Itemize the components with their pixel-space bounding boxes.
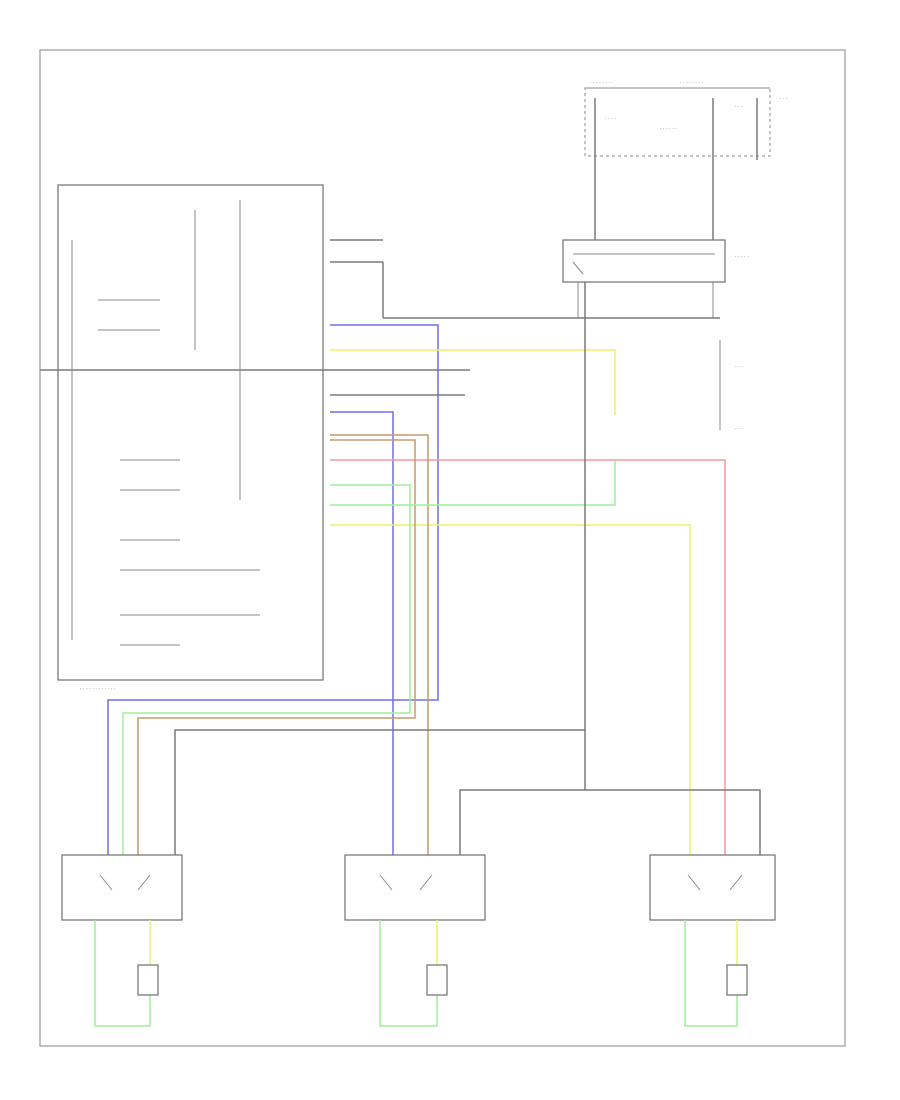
svg-text:· · · · · · · ·: · · · · · · · · xyxy=(680,80,703,86)
motor-rear-right xyxy=(94,920,159,1027)
wire-brown-2 xyxy=(137,439,416,855)
fuse-relay-box: · · · · · · · · · · · · · · · · · · · · … xyxy=(584,80,788,175)
svg-text:· · ·: · · · xyxy=(735,364,743,370)
svg-text:· · · · · · · · · · · ·: · · · · · · · · · · · · xyxy=(80,686,116,692)
wire-gray-2 xyxy=(174,282,586,855)
svg-text:· · · ·: · · · · xyxy=(605,116,616,122)
svg-text:· · ·: · · · xyxy=(735,426,743,432)
right-rear-window-switch xyxy=(649,854,776,921)
left-rear-window-switch xyxy=(344,854,486,921)
svg-text:· · ·: · · · xyxy=(735,104,743,110)
svg-text:· · · · ·: · · · · · xyxy=(735,254,749,260)
wire-blue-2 xyxy=(330,411,394,855)
rear-right-window-switch xyxy=(61,854,183,921)
wire-yellow xyxy=(330,349,616,415)
wire-blue xyxy=(107,324,439,855)
svg-text:· · · · · ·: · · · · · · xyxy=(660,126,677,132)
svg-text:· · · · · · · ·: · · · · · · · · xyxy=(590,80,613,86)
wire-gray-3 xyxy=(459,789,761,855)
motor-left-rear xyxy=(379,920,448,1027)
svg-text:· · ·: · · · xyxy=(780,96,788,102)
wire-brown xyxy=(330,434,429,855)
wire-green xyxy=(122,484,411,855)
wire-yellow-2 xyxy=(330,524,691,855)
wire-green-2 xyxy=(330,460,616,506)
wire-red xyxy=(330,459,726,855)
relay-module: · · · · · xyxy=(562,239,749,283)
master-power-window-switch: · · · · · · · · · · · · xyxy=(40,184,470,692)
motor-right-rear xyxy=(684,920,748,1027)
diagram-frame xyxy=(39,49,846,1047)
